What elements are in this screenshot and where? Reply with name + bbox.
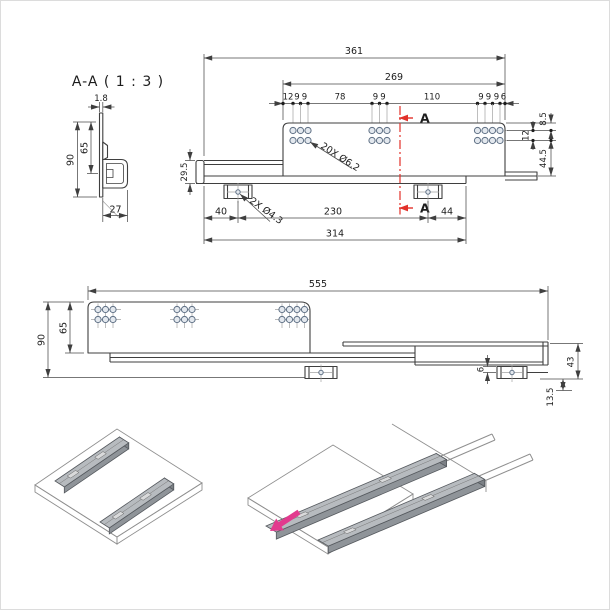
dim-label-230: 230	[324, 207, 342, 218]
bracket-extended-left	[304, 364, 338, 382]
pitch-label-10: 6	[501, 93, 506, 103]
pitch-label-0: 12	[283, 93, 294, 103]
slide-body-extended	[87, 301, 311, 354]
pitch-label-7: 9	[478, 93, 483, 103]
adjacent-panel-hint	[391, 423, 487, 492]
pitch-label-8: 9	[486, 93, 491, 103]
dim-label-6: 6	[477, 367, 487, 372]
section-view: A-A ( 1 : 3 ) 1.8 90	[66, 74, 164, 222]
dim-label-total-length: 361	[345, 46, 363, 57]
dim-section-inner-height: 65	[80, 121, 98, 174]
slide-rail-extended-1	[265, 433, 496, 540]
dim-hole-pitch: 12 9 9 78 9 9 110 9 9 9 6	[269, 93, 519, 107]
dim-label-rail-stack: 29.5	[180, 163, 190, 182]
dim-label-thickness: 1.8	[94, 94, 108, 104]
pitch-label-2: 9	[302, 93, 307, 103]
pitch-label-4: 9	[373, 93, 378, 103]
slide-rail-closed-1	[54, 436, 130, 494]
dim-label-extended-total: 555	[309, 279, 327, 290]
mounting-bracket-right	[413, 183, 443, 203]
mounting-bracket-left	[223, 183, 253, 203]
dim-label-12: 12	[522, 130, 532, 141]
dim-rail-stack: 29.5	[180, 149, 195, 195]
pitch-label-9: 9	[494, 93, 499, 103]
dims-bottom: 40 230 44 314	[203, 186, 467, 244]
section-label-top: A	[420, 111, 430, 126]
pitch-label-1: 9	[294, 93, 299, 103]
dim-label-13-5: 13.5	[546, 388, 556, 407]
dims-extended-left: 90 65	[37, 301, 84, 378]
dim-label-40: 40	[215, 207, 227, 218]
dim-label-section-height: 90	[66, 154, 77, 166]
collapsed-view: 361 269 12 9 9 78 9 9 110 9 9	[180, 46, 556, 244]
iso-view-closed	[34, 428, 203, 545]
bracket-extended-right	[496, 364, 528, 382]
dim-label-44: 44	[441, 207, 453, 218]
dims-extended-right: 43 13.5	[540, 343, 583, 407]
pitch-label-3: 78	[335, 93, 346, 103]
dim-label-hole-span: 269	[385, 72, 403, 83]
dim-label-8-5: 8.5	[539, 112, 549, 126]
pitch-label-5: 9	[380, 93, 385, 103]
iso-view-extended	[247, 423, 534, 555]
pull-direction-arrow-icon	[270, 509, 301, 531]
slide-body-collapsed	[195, 122, 538, 203]
dim-label-43: 43	[567, 357, 577, 368]
bracket-note-label: 2X Ø4.3	[247, 196, 284, 227]
dims-right: 8.5 12 44.5	[506, 112, 556, 177]
dim-section-depth: 27	[102, 190, 128, 222]
dim-label-section-depth: 27	[109, 205, 121, 216]
dim-label-extended-height: 90	[37, 334, 48, 346]
rails-extended	[43, 341, 549, 378]
section-cut-line	[399, 106, 413, 215]
panel-closed	[34, 428, 203, 545]
dim-label-44-5: 44.5	[539, 149, 549, 168]
section-label-bottom: A	[420, 201, 430, 216]
dim-section-height: 90	[66, 121, 97, 198]
rail-end-cap	[195, 159, 205, 185]
pitch-label-6: 110	[424, 93, 440, 103]
dim-bracket-offset: 6	[477, 355, 496, 384]
cabinet-profile	[282, 122, 506, 177]
dim-label-section-inner-height: 65	[80, 142, 91, 154]
section-profile	[98, 112, 129, 219]
pitch-ticks	[281, 101, 507, 106]
dim-thickness: 1.8	[88, 94, 115, 112]
section-title: A-A ( 1 : 3 )	[72, 74, 164, 90]
slide-rail-closed-2	[99, 477, 175, 535]
dim-label-extended-body-height: 65	[59, 322, 70, 334]
extended-view: 555	[37, 279, 583, 407]
slide-rail-extended-2	[317, 453, 534, 554]
dim-label-314: 314	[326, 229, 344, 240]
